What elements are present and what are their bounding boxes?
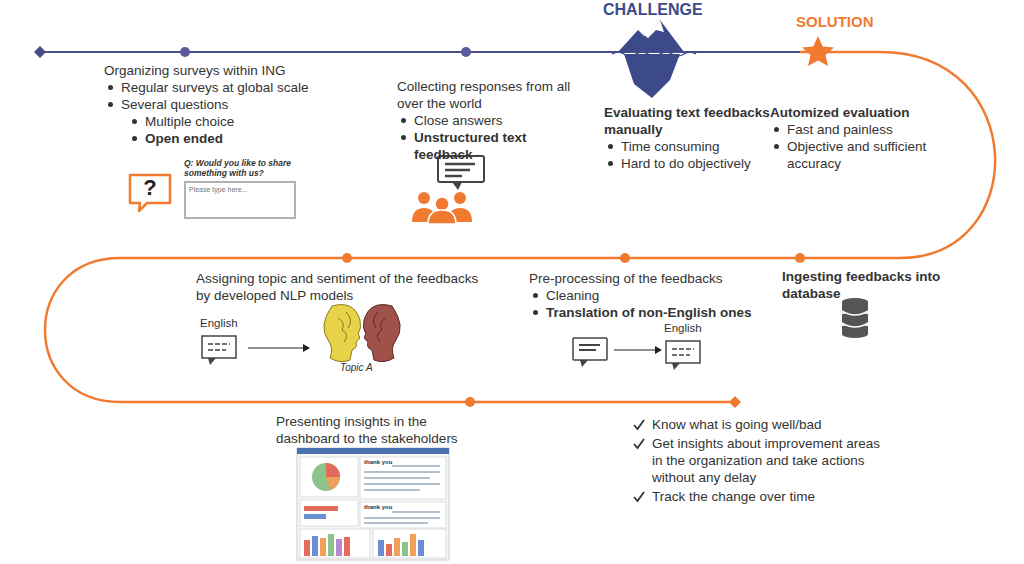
dashboard-text: thank you: [364, 459, 392, 465]
topic-label: Topic A: [340, 362, 373, 373]
step-heading: Evaluating text feedbacks manually: [604, 104, 770, 138]
step-heading: Ingesting feedbacks into database: [782, 268, 942, 302]
step-block: Presenting insights in the dashboard to …: [276, 413, 486, 447]
bullet-text: Time consuming: [621, 138, 720, 155]
bullet-dot: [108, 85, 113, 90]
bullet-item: Unstructured text feedback: [397, 129, 582, 163]
bullet-dot: [132, 119, 137, 124]
language-bubble: English: [200, 316, 244, 366]
bullet-text: Several questions: [121, 96, 228, 113]
bullet-item: Regular surveys at global scale: [104, 79, 354, 96]
bubble-tail: [208, 358, 216, 365]
bullet-item: Hard to do objectively: [604, 155, 770, 172]
bubble-rect: [202, 336, 236, 358]
step-heading: Collecting responses from all over the w…: [397, 78, 582, 112]
bullet-item: Time consuming: [604, 138, 770, 155]
section-title: SOLUTION: [796, 13, 874, 30]
check-stroke: [634, 420, 644, 429]
bullet-text: Regular surveys at global scale: [121, 79, 309, 96]
bullet-item: Multiple choice: [104, 113, 354, 130]
bubble-line: [672, 354, 690, 356]
bullet-dot: [774, 127, 779, 132]
text-input-box: Q: Would you like to share something wit…: [184, 158, 296, 219]
check-item: Know what is going well/bad: [632, 416, 882, 433]
bubble-rect: [666, 341, 700, 363]
bullet-item: Close answers: [397, 112, 582, 129]
bullet-item: Fast and painless: [770, 121, 930, 138]
bullet-item: Cleaning: [529, 287, 769, 304]
check-item: Track the change over time: [632, 488, 882, 505]
check-text: Get insights about improvement areas in …: [652, 435, 882, 486]
bullet-item: Translation of non-English ones: [529, 304, 769, 321]
bullet-text: Fast and painless: [787, 121, 893, 138]
step-heading: Assigning topic and sentiment of the fee…: [196, 270, 496, 304]
bullet-text: Close answers: [414, 112, 503, 129]
step-heading: Automized evaluation: [770, 104, 930, 121]
step-heading: Presenting insights in the dashboard to …: [276, 413, 486, 447]
section-title: CHALLENGE: [603, 1, 703, 19]
bullet-dot: [401, 118, 406, 123]
question-text: Q: Would you like to share something wit…: [184, 158, 296, 178]
step-block: Pre-processing of the feedbacksCleaningT…: [529, 270, 769, 321]
bullet-dot: [401, 135, 406, 140]
check-mark: [632, 418, 646, 432]
step-block: Evaluating text feedbacks manuallyTime c…: [604, 104, 770, 172]
step-block: Organizing surveys within INGRegular sur…: [104, 62, 354, 147]
step-block: Collecting responses from all over the w…: [397, 78, 582, 163]
bullet-dot: [608, 161, 613, 166]
step-heading: Pre-processing of the feedbacks: [529, 270, 769, 287]
bullet-item: Several questions: [104, 96, 354, 113]
bullet-dot: [533, 293, 538, 298]
bubble-icon: [664, 339, 704, 371]
bubble-tail: [672, 363, 680, 370]
question-bubble: ?: [127, 172, 173, 214]
step-heading: Organizing surveys within ING: [104, 62, 354, 79]
language-bubble: English: [664, 321, 708, 371]
check-mark: [632, 490, 646, 504]
bullet-text: Cleaning: [546, 287, 599, 304]
language-label: English: [200, 316, 244, 330]
bullet-dot: [132, 136, 137, 141]
bullet-text: Unstructured text feedback: [414, 129, 582, 163]
check-stroke: [634, 492, 644, 501]
bullet-dot: [533, 310, 538, 315]
check-item: Get insights about improvement areas in …: [632, 435, 882, 486]
step-block: Assigning topic and sentiment of the fee…: [196, 270, 496, 304]
bubble-line: [208, 349, 226, 351]
bullet-text: Objective and sufficient accuracy: [787, 138, 930, 172]
check-stroke: [634, 439, 644, 448]
bubble-line: [672, 348, 694, 350]
input-field: Please type here...: [184, 181, 296, 219]
step-block: Know what is going well/badGet insights …: [632, 416, 882, 507]
check-text: Track the change over time: [652, 488, 815, 505]
bullet-text: Multiple choice: [145, 113, 234, 130]
bubble-symbol: ?: [127, 172, 173, 204]
bubble-icon: [200, 334, 240, 366]
placeholder-text: Please type here...: [186, 183, 294, 196]
check-text: Know what is going well/bad: [652, 416, 822, 433]
bubble-line: [208, 343, 230, 345]
check-mark: [632, 437, 646, 451]
bullet-item: Open ended: [104, 130, 354, 147]
step-block: Ingesting feedbacks into database: [782, 268, 942, 302]
bullet-dot: [608, 144, 613, 149]
bullet-dot: [108, 102, 113, 107]
bullet-dot: [774, 144, 779, 149]
dashboard-text: thank you: [364, 504, 392, 510]
bullet-text: Translation of non-English ones: [546, 304, 752, 321]
step-block: Automized evaluationFast and painlessObj…: [770, 104, 930, 172]
language-label: English: [664, 321, 708, 335]
bullet-text: Open ended: [145, 130, 223, 147]
bullet-text: Hard to do objectively: [621, 155, 751, 172]
bullet-item: Objective and sufficient accuracy: [770, 138, 930, 172]
